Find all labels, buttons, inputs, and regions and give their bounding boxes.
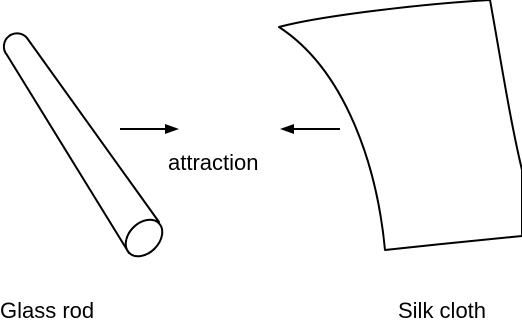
glass-rod-right-side bbox=[26, 37, 160, 223]
silk-cloth bbox=[278, 0, 522, 251]
arrow-left-head bbox=[280, 124, 294, 134]
silk-cloth-outline bbox=[278, 0, 522, 251]
glass-rod bbox=[2, 32, 164, 258]
attraction-label: attraction bbox=[168, 150, 259, 175]
arrow-right-toward-center bbox=[120, 124, 179, 134]
arrow-left-toward-center bbox=[280, 124, 340, 134]
glass-rod-left-side bbox=[6, 54, 130, 254]
glass-rod-bottom-end bbox=[124, 218, 164, 258]
glass-rod-top-cap bbox=[2, 32, 28, 56]
arrow-right-head bbox=[165, 124, 179, 134]
silk-cloth-label: Silk cloth bbox=[398, 298, 486, 323]
glass-rod-label: Glass rod bbox=[0, 298, 94, 323]
